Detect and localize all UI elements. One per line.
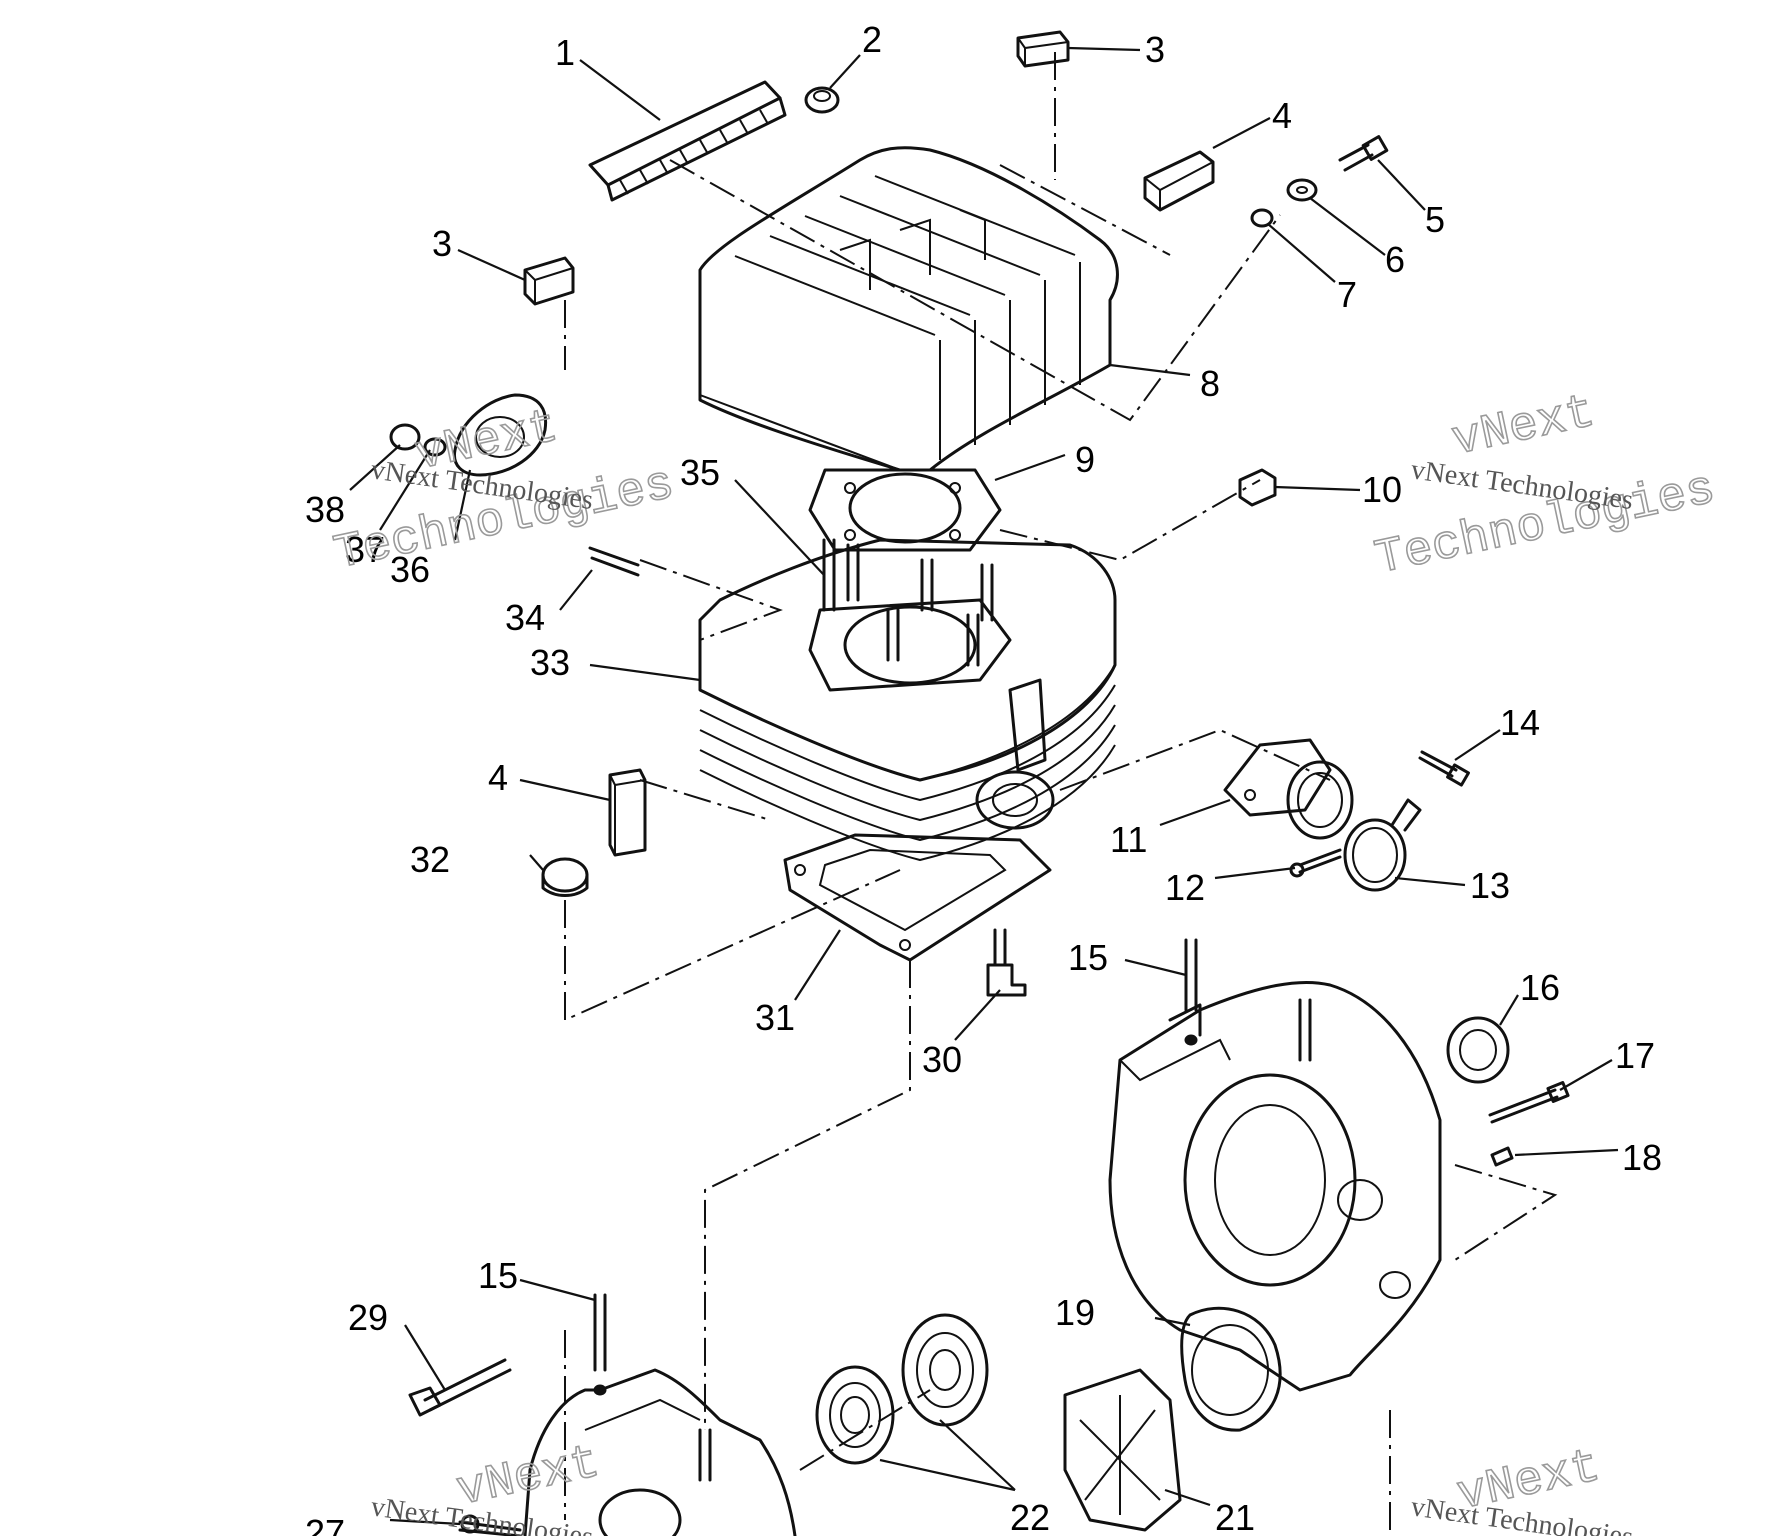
part-22-bearing-b <box>901 1313 989 1427</box>
callout-29: 29 <box>348 1297 388 1338</box>
callout-3-top: 3 <box>1145 29 1165 70</box>
part-17-bolt <box>1488 1081 1570 1124</box>
callout-4-left: 4 <box>488 757 508 798</box>
callout-labels: 1 2 3 3 4 4 5 6 7 8 9 10 11 12 13 14 15 … <box>305 19 1662 1536</box>
callout-35: 35 <box>680 452 720 493</box>
part-13-clamp <box>1343 798 1422 892</box>
callout-36: 36 <box>390 549 430 590</box>
part-2-nut <box>804 86 840 114</box>
part-9-head-gasket <box>808 468 1002 552</box>
callout-19: 19 <box>1055 1292 1095 1333</box>
part-3-block-left <box>523 256 575 306</box>
part-8-cylinder-head <box>698 146 1119 472</box>
part-11-intake-manifold <box>1223 738 1354 840</box>
callout-9: 9 <box>1075 439 1095 480</box>
part-29-bolt <box>408 1358 512 1417</box>
part-32-nut <box>541 857 589 897</box>
callout-30: 30 <box>922 1039 962 1080</box>
part-14-bolt <box>1418 750 1470 787</box>
callout-11: 11 <box>1110 819 1147 860</box>
part-7-nut <box>1250 208 1274 228</box>
part-12-screw <box>1289 848 1342 878</box>
callout-15-left: 15 <box>478 1255 518 1296</box>
part-6-washer <box>1286 178 1318 202</box>
callout-15-right: 15 <box>1068 937 1108 978</box>
part-4-block-top <box>1143 150 1215 212</box>
callout-34: 34 <box>505 597 545 638</box>
callout-22: 22 <box>1010 1497 1050 1536</box>
callout-2: 2 <box>862 19 882 60</box>
callout-13: 13 <box>1470 865 1510 906</box>
part-16-seal <box>1446 1016 1510 1084</box>
alignment-lines <box>564 52 1558 1530</box>
part-3-block-top <box>1016 30 1070 68</box>
part-19-gasket <box>1180 1306 1282 1432</box>
callout-1: 1 <box>555 32 575 73</box>
callout-7: 7 <box>1337 274 1357 315</box>
part-37-washer <box>423 437 447 457</box>
part-35-studs <box>822 538 994 667</box>
callout-10: 10 <box>1362 469 1402 510</box>
callout-12: 12 <box>1165 867 1205 908</box>
callout-21: 21 <box>1215 1497 1255 1536</box>
part-5-bolt <box>1338 135 1389 172</box>
part-18-pin <box>1490 1146 1514 1167</box>
part-15-stud-left <box>593 1293 607 1396</box>
part-1-fin-strip <box>588 80 787 202</box>
callout-3-left: 3 <box>432 223 452 264</box>
part-38-nut <box>389 423 421 451</box>
callout-4-top: 4 <box>1272 95 1292 136</box>
callout-31: 31 <box>755 997 795 1038</box>
leader-lines <box>349 46 1619 1526</box>
part-10-block <box>1238 468 1277 507</box>
callout-27: 27 <box>305 1512 345 1536</box>
part-crankcase-right <box>1108 980 1442 1392</box>
svg-text:vNext: vNext <box>1448 386 1600 469</box>
callout-32: 32 <box>410 839 450 880</box>
callout-14: 14 <box>1500 702 1540 743</box>
part-21-cover <box>1063 1368 1182 1532</box>
callout-5: 5 <box>1425 199 1445 240</box>
part-27-bolt <box>458 1514 522 1536</box>
callout-8: 8 <box>1200 363 1220 404</box>
part-15-stud-right <box>1184 938 1198 1046</box>
callout-18: 18 <box>1622 1137 1662 1178</box>
part-30-fitting <box>986 928 1027 997</box>
part-4-block-left <box>608 768 647 857</box>
part-22-bearing-a <box>815 1365 895 1465</box>
part-33-cylinder <box>698 538 1117 862</box>
callout-17: 17 <box>1615 1035 1655 1076</box>
callout-6: 6 <box>1385 239 1405 280</box>
part-31-base-gasket <box>783 833 1052 962</box>
callout-16: 16 <box>1520 967 1560 1008</box>
callout-33: 33 <box>530 642 570 683</box>
callout-38: 38 <box>305 489 345 530</box>
part-34-stud <box>588 546 640 577</box>
callout-37: 37 <box>345 529 385 570</box>
part-crankcase-left <box>523 1368 797 1536</box>
